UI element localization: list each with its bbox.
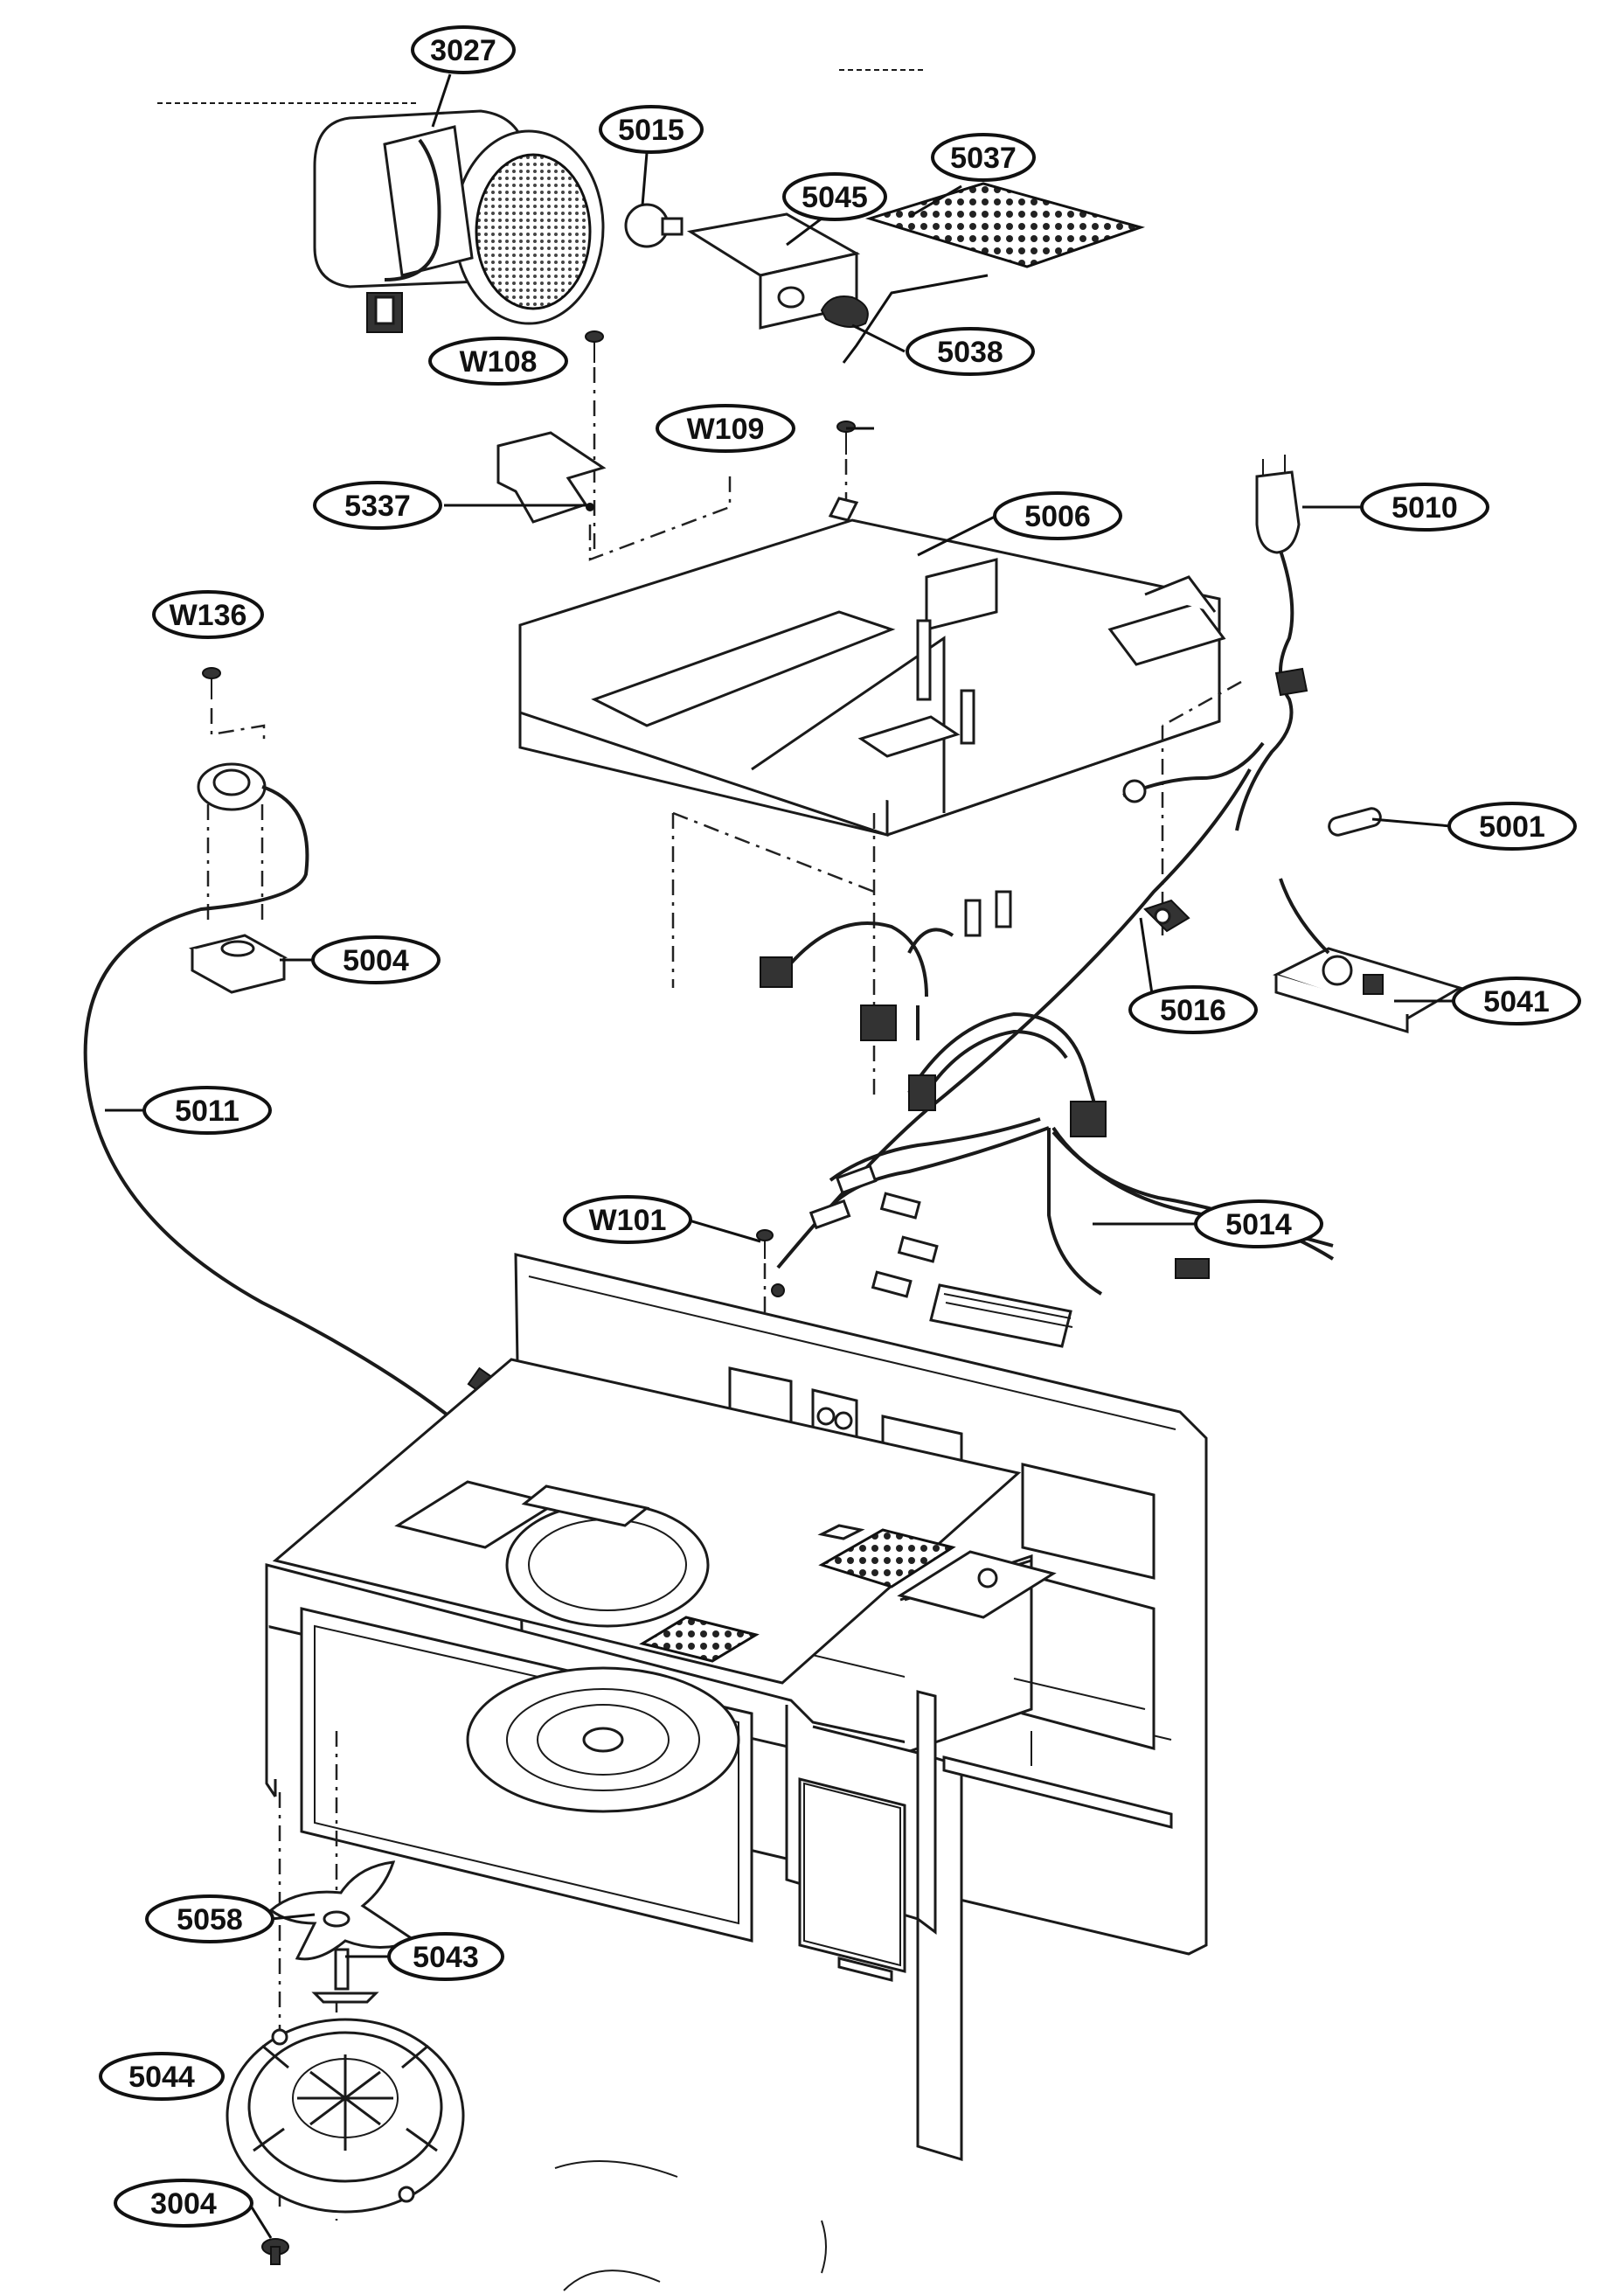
svg-text:3004: 3004 [150,2187,217,2221]
part-label-5015: 5015 [599,105,704,154]
screw-w108-part [585,330,604,363]
part-label-3027: 3027 [411,25,516,74]
part-label-5058: 5058 [145,1894,274,1943]
svg-text:5015: 5015 [618,114,684,147]
part-label-5041: 5041 [1452,977,1581,1025]
svg-text:5041: 5041 [1483,985,1550,1018]
lamp-socket-part [820,295,869,328]
svg-text:5337: 5337 [344,490,411,523]
sensor-cable-part [83,785,531,1484]
upper-plate-part [518,497,1226,838]
svg-text:5045: 5045 [802,181,868,214]
part-label-5016: 5016 [1128,985,1258,1034]
part-label-w101: W101 [563,1195,692,1244]
part-label-5044: 5044 [99,2052,225,2101]
part-label-5014: 5014 [1194,1199,1323,1248]
part-label-5043: 5043 [387,1932,504,1981]
svg-text:W136: W136 [170,599,247,632]
svg-text:5010: 5010 [1392,491,1458,525]
cabinet-base-part [265,1253,1208,2162]
svg-text:5058: 5058 [177,1903,243,1936]
svg-text:5006: 5006 [1024,500,1091,533]
part-label-w109: W109 [656,404,795,453]
grease-filter-part [864,182,1146,268]
svg-text:5037: 5037 [950,142,1017,175]
svg-text:5004: 5004 [343,944,409,977]
svg-text:W101: W101 [589,1204,667,1237]
noise-filter-board-part [1273,878,1463,1034]
part-label-5038: 5038 [906,327,1035,376]
svg-text:5011: 5011 [175,1095,239,1128]
part-label-3004: 3004 [114,2179,253,2228]
svg-text:5038: 5038 [937,336,1003,369]
svg-text:5016: 5016 [1160,994,1226,1027]
svg-text:5044: 5044 [128,2061,195,2094]
turntable-coupler-part [268,1860,419,1961]
lamp-bulb-part [624,203,684,248]
svg-text:5043: 5043 [413,1941,479,1974]
power-cord-part [1235,455,1308,831]
sensor-part [188,762,288,994]
motor-shaft-part [311,1948,379,2004]
part-label-5011: 5011 [142,1086,272,1135]
wire-harness-part [760,741,1335,1348]
part-label-5337: 5337 [313,481,442,530]
roller-ring-part [226,2018,465,2214]
part-label-w108: W108 [428,337,568,386]
rubber-foot-part [261,2238,289,2265]
svg-text:5001: 5001 [1479,810,1545,844]
svg-text:5014: 5014 [1225,1208,1292,1241]
part-label-5037: 5037 [931,133,1036,182]
svg-text:W109: W109 [687,413,765,446]
part-label-w136: W136 [152,590,264,639]
part-label-5001: 5001 [1447,802,1577,851]
fuse-part [1328,807,1382,837]
svg-text:3027: 3027 [430,34,496,67]
bracket-5337-part [496,431,607,524]
svg-text:W108: W108 [460,345,538,379]
screw-w136-part [202,667,221,699]
screw-w109-part [836,421,856,455]
part-label-5004: 5004 [311,935,441,984]
part-label-5045: 5045 [782,172,887,221]
part-label-5010: 5010 [1360,483,1489,532]
part-label-5006: 5006 [993,491,1122,540]
screw-w101-part [756,1229,785,1297]
blower-motor-part [313,109,605,333]
